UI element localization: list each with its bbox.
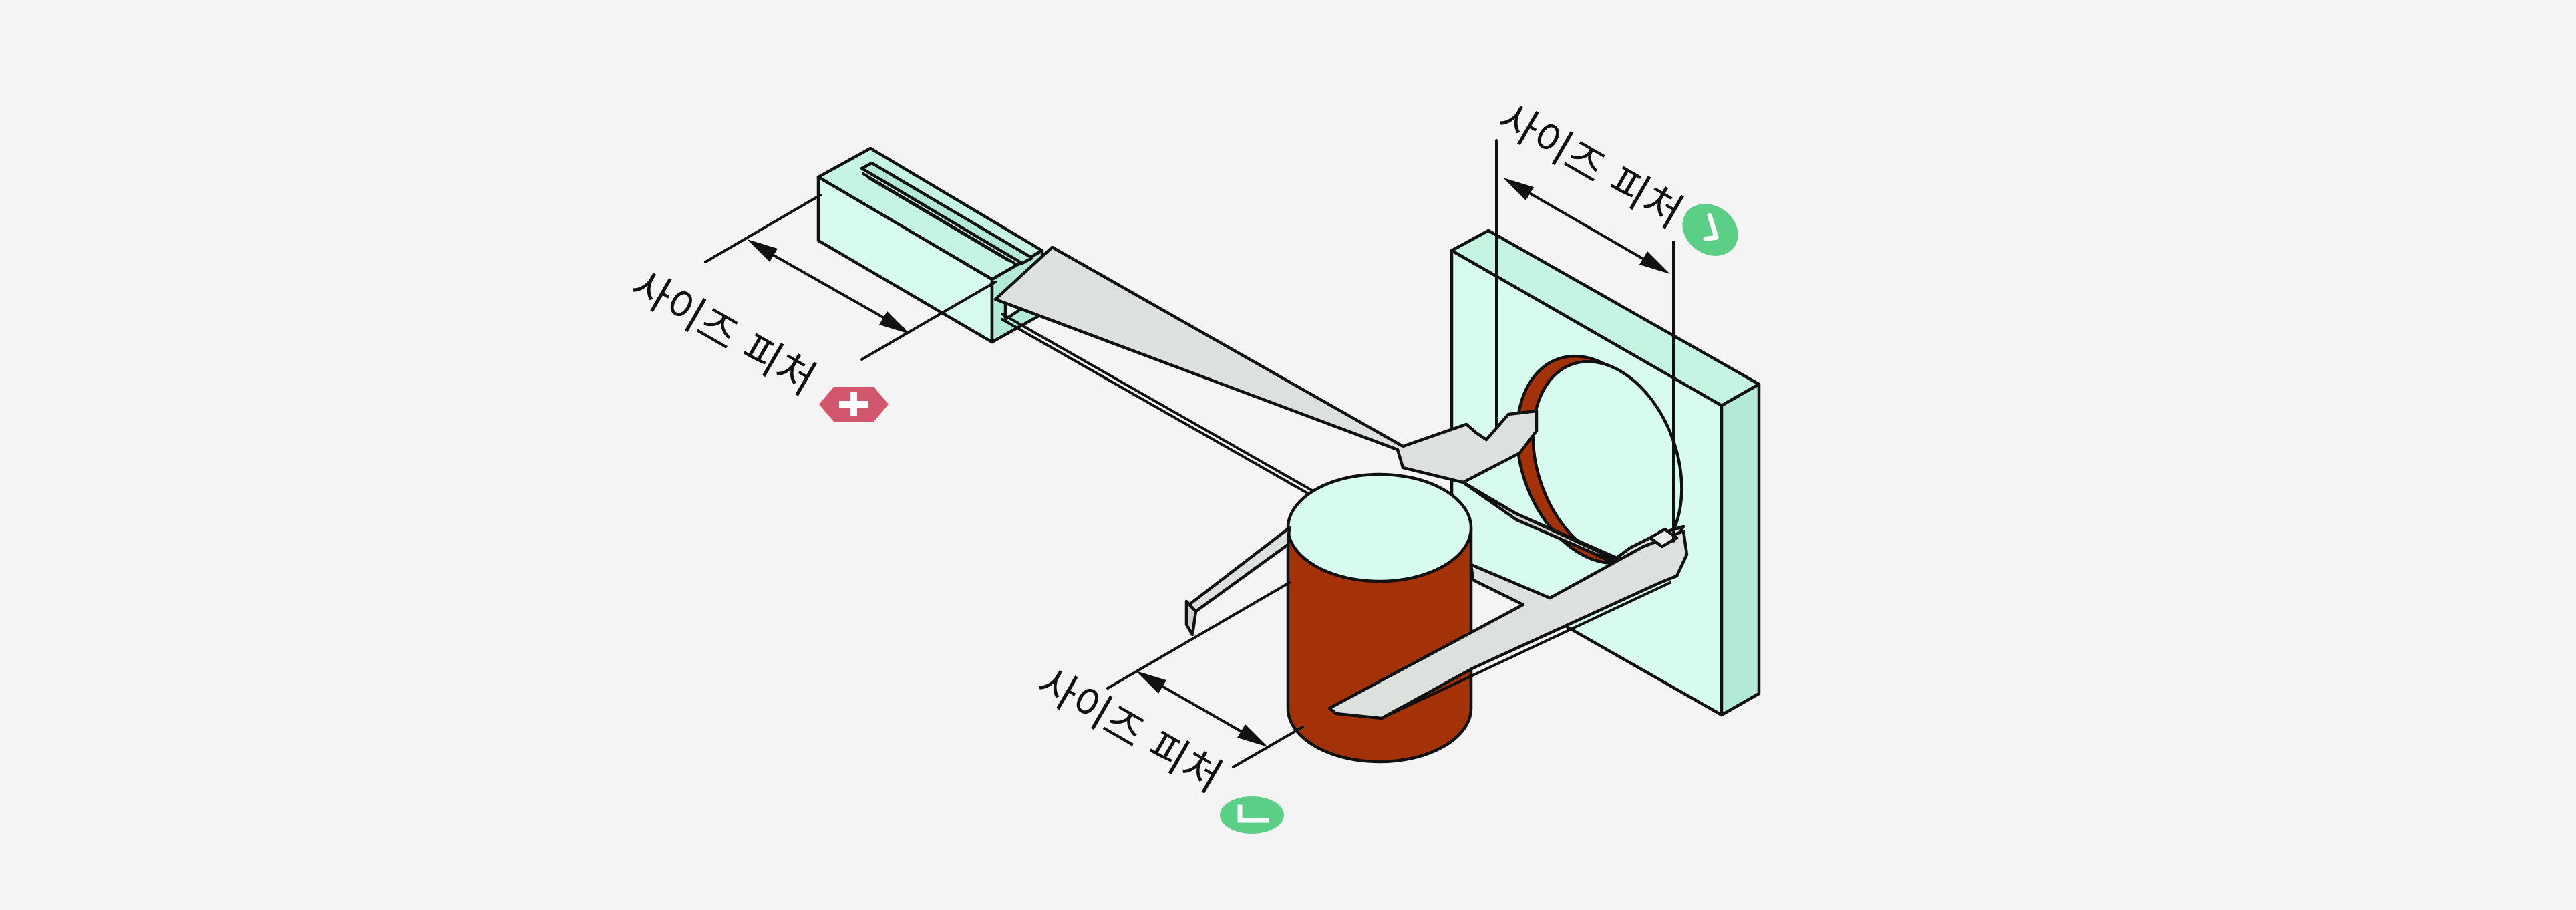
- dimension-line: [1508, 180, 1661, 270]
- extension-line-left: [1106, 581, 1291, 690]
- arrowhead: [879, 311, 910, 334]
- arrowhead: [747, 239, 778, 262]
- arrowhead: [1639, 251, 1670, 274]
- arrowhead: [1136, 671, 1166, 694]
- extension-line-top: [704, 194, 822, 263]
- dimension-line: [752, 243, 905, 330]
- check-icon: [1682, 204, 1738, 256]
- arrowhead: [1237, 724, 1268, 747]
- corner-icon: [1220, 796, 1284, 834]
- arrowhead: [1503, 178, 1534, 200]
- plus-icon: [819, 387, 889, 422]
- cylinder: [1286, 472, 1473, 764]
- gauge-lower-arm: [1184, 526, 1689, 720]
- extension-line-bottom: [860, 281, 997, 361]
